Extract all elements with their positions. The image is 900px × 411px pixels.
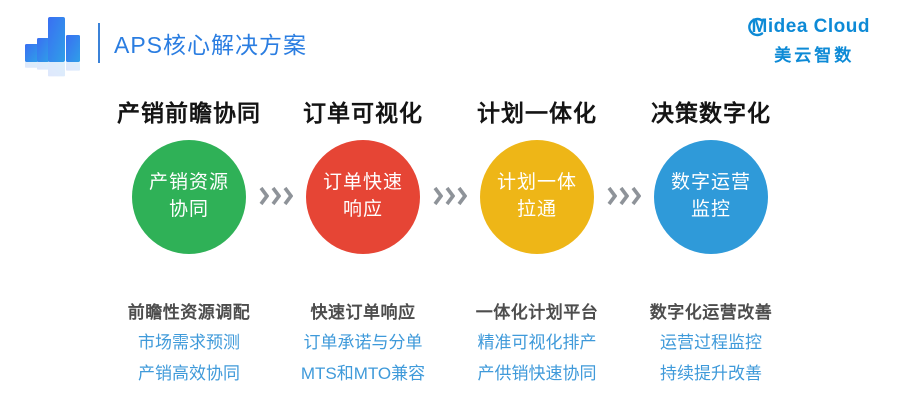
flow-arrow-icon <box>259 182 293 206</box>
footer-item: MTS和MTO兼容 <box>300 364 426 383</box>
step-circle-4: 数字运营 监控 <box>654 140 768 254</box>
flow-arrow-icon <box>433 182 467 206</box>
footer-item: 持续提升改善 <box>660 364 762 383</box>
circle-label-line: 订单快速 <box>322 172 403 194</box>
brand-name-cn: 美云智数 <box>774 46 855 65</box>
footer-title: 数字化运营改善 <box>649 303 773 322</box>
step-heading-2: 订单可视化 <box>303 100 423 126</box>
footer-item: 精准可视化排产 <box>477 333 597 352</box>
circle-label-line: 数字运营 <box>670 172 751 194</box>
step-footer-3: 一体化计划平台 精准可视化排产 产供销快速协同 <box>461 298 613 385</box>
circle-label-line: 产销资源 <box>148 172 229 194</box>
footer-items: 市场需求预测 产销高效协同 <box>113 332 265 385</box>
footer-items: 订单承诺与分单 MTS和MTO兼容 <box>287 332 439 385</box>
footer-item: 市场需求预测 <box>138 333 240 352</box>
header: APS核心解决方案 Midea Cloud 美云智数 <box>0 0 900 86</box>
circle-label-line: 拉通 <box>516 199 557 220</box>
step-circle-cell: 产销资源 协同 <box>113 134 265 254</box>
step-circle-2: 订单快速 响应 <box>306 140 420 254</box>
step-footer-2: 快速订单响应 订单承诺与分单 MTS和MTO兼容 <box>287 298 439 385</box>
buildings-icon <box>24 15 88 81</box>
brand-wordmark: Midea Cloud <box>745 16 870 38</box>
page-title: APS核心解决方案 <box>114 32 308 58</box>
footer-items: 精准可视化排产 产供销快速协同 <box>461 332 613 385</box>
flow-arrow-icon <box>607 182 641 206</box>
brand-name-en: Midea Cloud <box>751 16 870 37</box>
step-circle-1: 产销资源 协同 <box>132 140 246 254</box>
footer-title: 快速订单响应 <box>310 303 416 322</box>
circle-label-line: 监控 <box>690 199 731 220</box>
footer-item: 产销高效协同 <box>138 364 240 383</box>
footer-item: 产供销快速协同 <box>477 364 597 383</box>
circle-label-line: 协同 <box>168 199 209 220</box>
step-heading-4: 决策数字化 <box>651 100 771 126</box>
footer-title: 前瞻性资源调配 <box>127 303 251 322</box>
step-circle-cell: 数字运营 监控 <box>635 134 787 254</box>
midea-arc-icon <box>747 17 763 37</box>
step-circle-cell: 计划一体 拉通 <box>461 134 613 254</box>
step-circle-3: 计划一体 拉通 <box>480 140 594 254</box>
step-heading-3: 计划一体化 <box>477 100 597 126</box>
footer-item: 订单承诺与分单 <box>303 333 423 352</box>
footer-items: 运营过程监控 持续提升改善 <box>635 332 787 385</box>
flow-diagram: 产销前瞻协同 订单可视化 计划一体化 决策数字化 产销资源 协同 订单快速 响应 <box>113 94 900 385</box>
step-footer-4: 数字化运营改善 运营过程监控 持续提升改善 <box>635 298 787 385</box>
circle-label-line: 响应 <box>342 199 383 220</box>
step-heading-1: 产销前瞻协同 <box>117 100 261 126</box>
midea-cloud-logo: Midea Cloud 美云智数 <box>745 16 870 80</box>
footer-item: 运营过程监控 <box>660 333 762 352</box>
step-circle-cell: 订单快速 响应 <box>287 134 439 254</box>
step-footer-1: 前瞻性资源调配 市场需求预测 产销高效协同 <box>113 298 265 385</box>
circle-label-line: 计划一体 <box>496 172 577 194</box>
footer-title: 一体化计划平台 <box>475 303 599 322</box>
title-divider <box>98 23 100 63</box>
